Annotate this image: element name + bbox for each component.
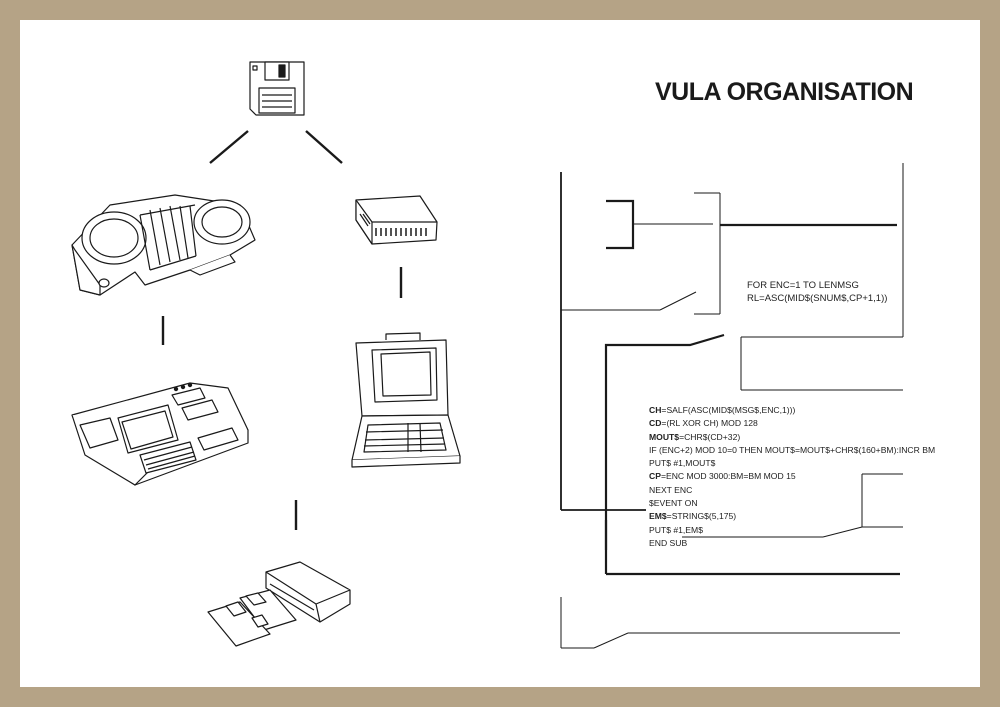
code-block-main: CH=SALF(ASC(MID$(MSG$,ENC,1))) CD=(RL XO…	[649, 404, 935, 550]
diskettes-icon	[207, 589, 297, 647]
code-line: MOUT$=CHR$(CD+32)	[649, 431, 741, 442]
floppy-disk-icon	[249, 61, 305, 116]
code-line: END SUB	[649, 537, 688, 548]
code-line: NEXT ENC	[649, 484, 693, 495]
code-line: CH=SALF(ASC(MID$(MSG$,ENC,1)))	[649, 405, 796, 415]
code-line: $EVENT ON	[649, 498, 698, 509]
laptop-computer-icon	[351, 332, 461, 468]
code-line: PUT$ #1,MOUT$	[649, 458, 716, 469]
desktop-computer-icon	[71, 382, 249, 486]
code-line: EM$=STRING$(5,175)	[649, 511, 737, 522]
connector-lines	[161, 130, 403, 530]
paper-sheet	[20, 20, 980, 687]
code-line: FOR ENC=1 TO LENMSG	[747, 280, 859, 291]
code-line: PUT$ #1,EM$	[649, 524, 703, 535]
code-line: CP=ENC MOD 3000:BM=BM MOD 15	[649, 471, 796, 482]
code-line: IF (ENC+2) MOD 10=0 THEN MOUT$=MOUT$+CHR…	[649, 444, 936, 455]
schematic-lines	[560, 163, 904, 649]
page-title: VULA ORGANISATION	[655, 78, 914, 106]
code-line: RL=ASC(MID$(SNUM$,CP+1,1))	[747, 293, 888, 304]
disk-drive-icon	[265, 561, 351, 623]
acoustic-coupler-icon	[71, 194, 256, 296]
code-line: CD=(RL XOR CH) MOD 128	[649, 418, 758, 429]
code-block-top: FOR ENC=1 TO LENMSG RL=ASC(MID$(SNUM$,CP…	[747, 279, 887, 305]
modem-icon	[355, 195, 438, 245]
